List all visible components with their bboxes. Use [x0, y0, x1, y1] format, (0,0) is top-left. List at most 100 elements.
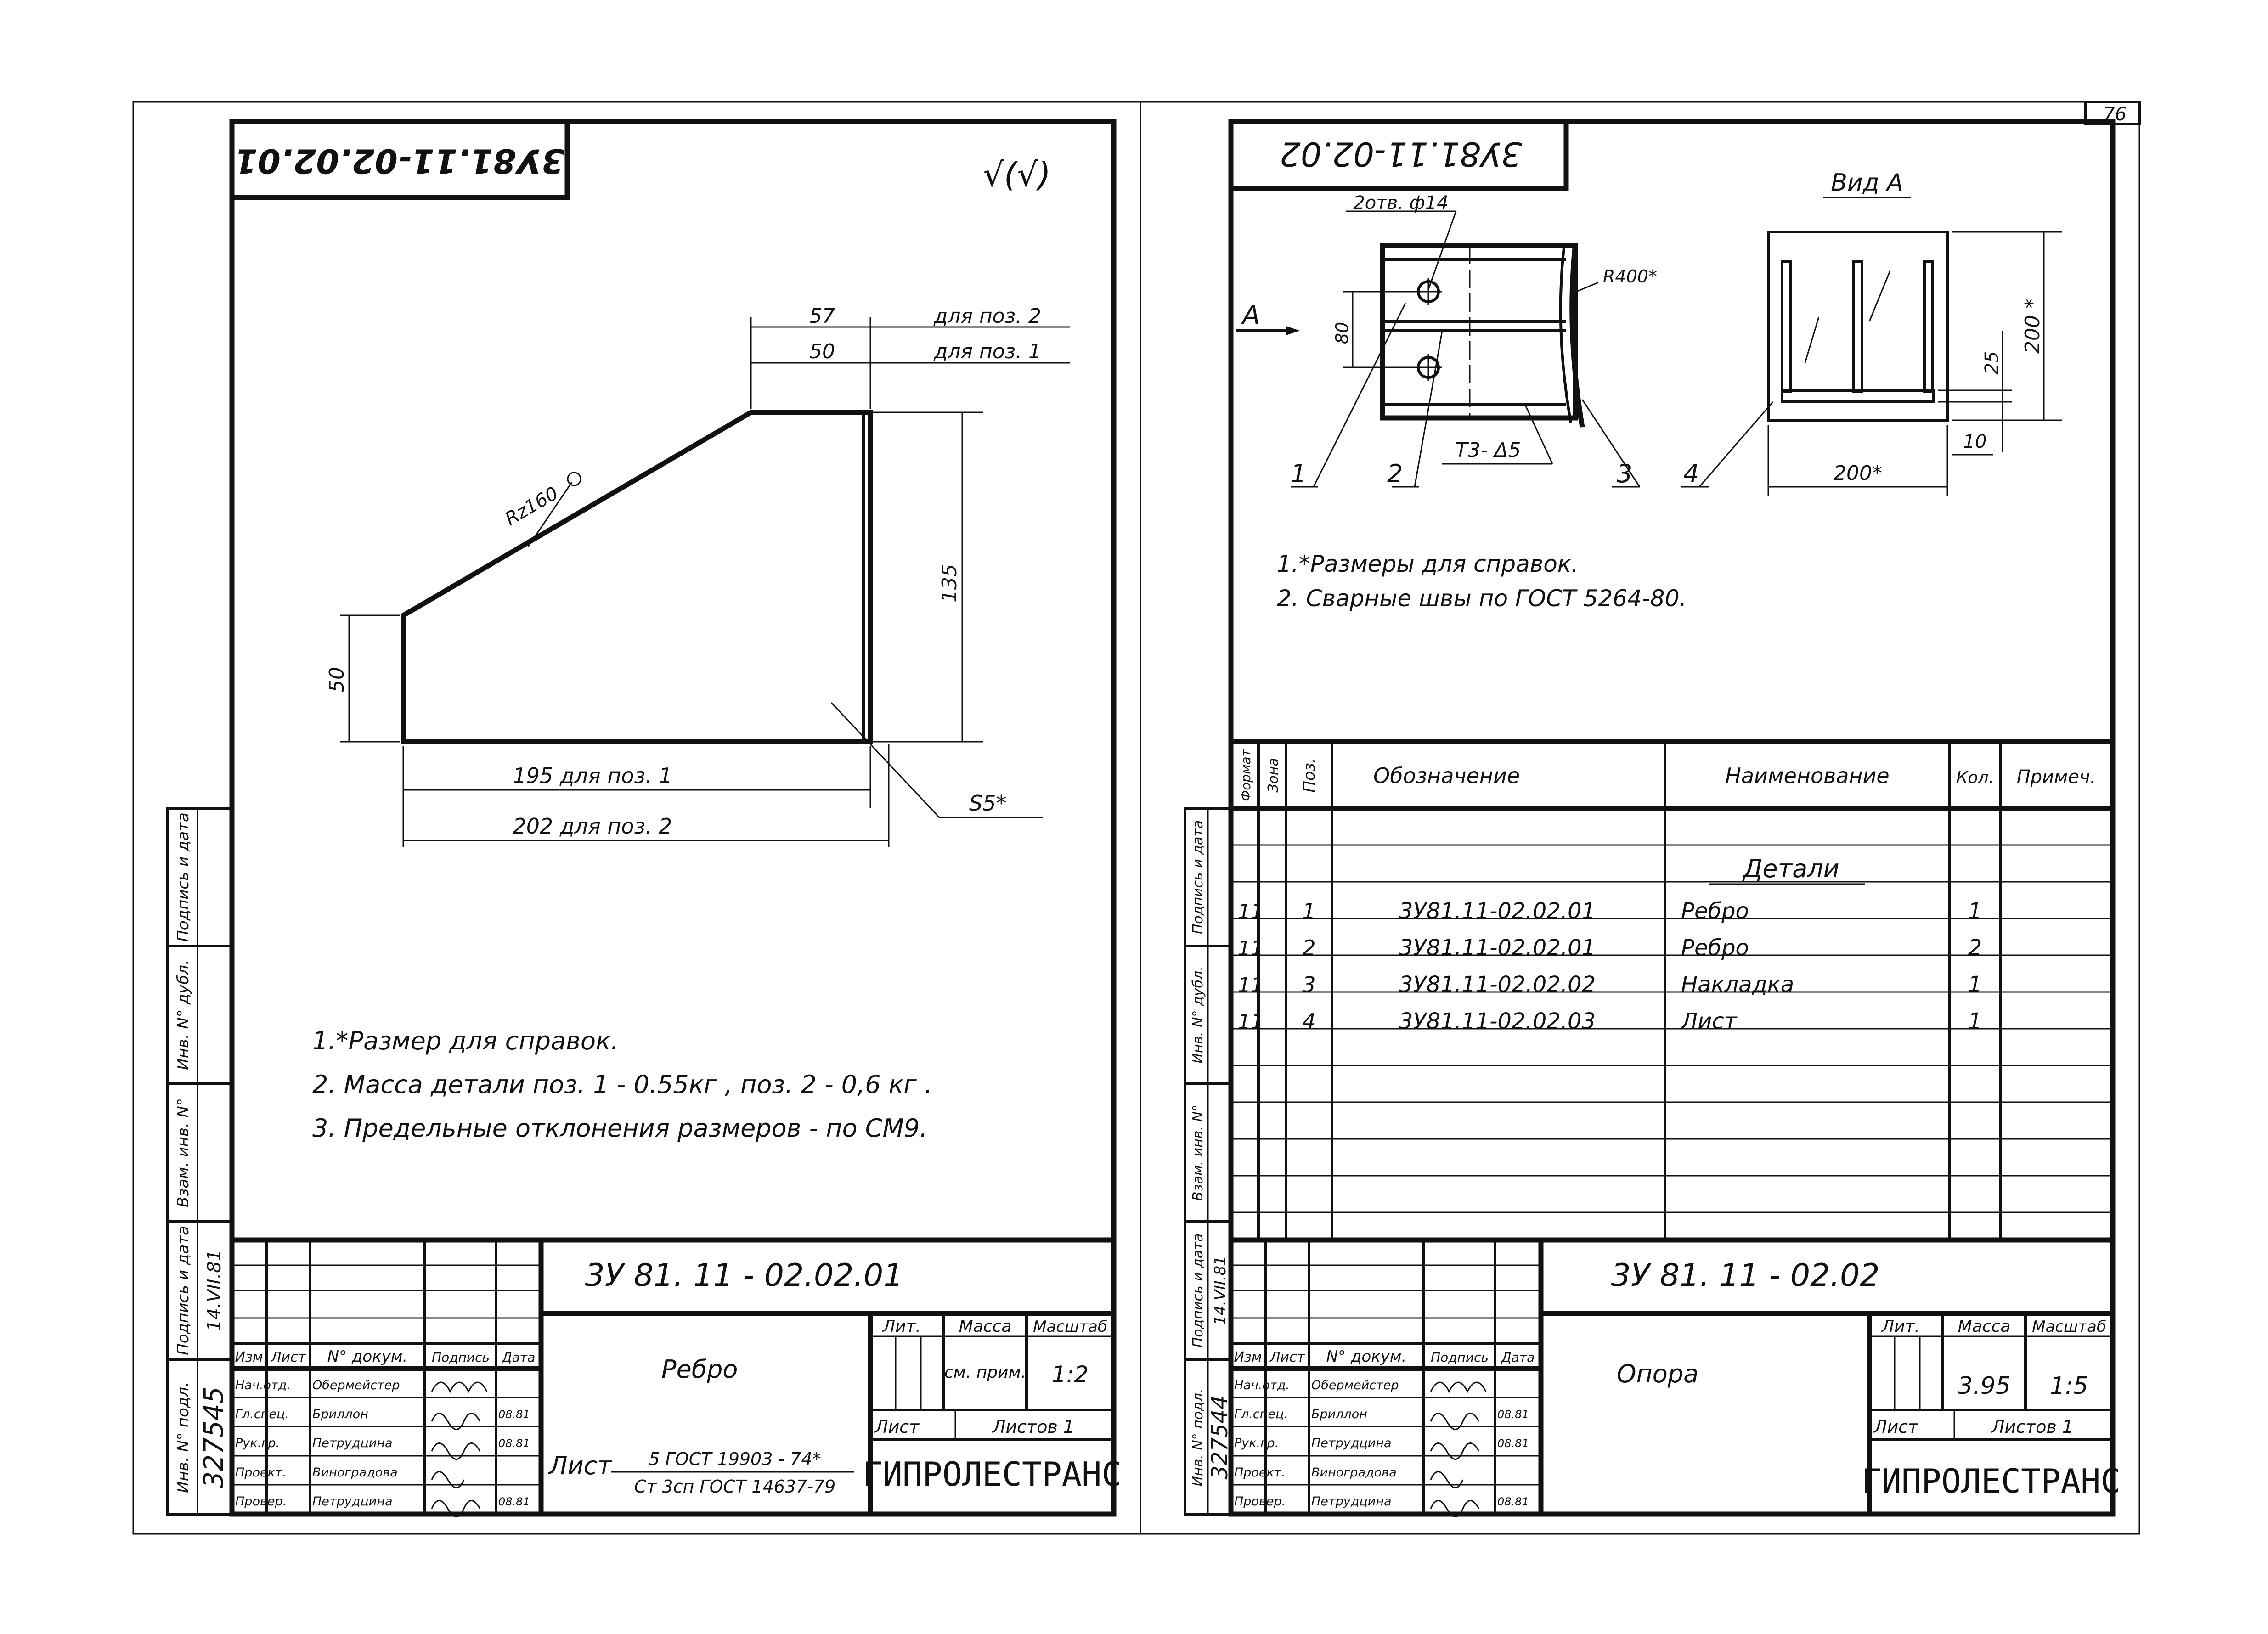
right-sheet: 3У81.11-02.02: [1184, 119, 2121, 1517]
signature-4: [431, 1471, 465, 1488]
svg-text:Проект.: Проект.: [1234, 1465, 1285, 1480]
roughness-mark: √(√): [983, 155, 1051, 194]
svg-text:3.95: 3.95: [1958, 1372, 2011, 1400]
svg-text:25: 25: [1981, 351, 2003, 375]
roughness-value: Rz160: [502, 483, 562, 530]
svg-text:Бриллон: Бриллон: [312, 1407, 368, 1421]
svg-text:Нач.отд.: Нач.отд.: [1234, 1378, 1290, 1392]
svg-text:08.81: 08.81: [1497, 1495, 1529, 1508]
svg-text:Масштаб: Масштаб: [1033, 1318, 1107, 1336]
svg-text:Масса: Масса: [959, 1317, 1012, 1336]
left-mirrored-code: 3У81.11-02.02.01: [235, 141, 565, 180]
svg-text:Виноградова: Виноградова: [1311, 1465, 1397, 1480]
svg-text:08.81: 08.81: [1497, 1437, 1529, 1450]
right-assembly-name: Опора: [1617, 1359, 1698, 1388]
weld-size: S5*: [969, 791, 1006, 816]
svg-text:1: 1: [1302, 899, 1315, 924]
svg-text:57: 57: [809, 304, 835, 328]
signature-5: [431, 1500, 481, 1517]
view-a-label: Вид А: [1831, 169, 1903, 197]
svg-text:2: 2: [1968, 935, 1982, 961]
svg-text:Взам. инв. N°: Взам. инв. N°: [1190, 1104, 1206, 1201]
svg-text:4: 4: [1302, 1009, 1315, 1034]
signature-1: [1430, 1381, 1487, 1393]
svg-text:Изм: Изм: [235, 1349, 263, 1365]
left-organization: ГИПРОЛЕСТРАНС: [863, 1455, 1122, 1493]
spec-row: 11 2 3У81.11-02.02.01 Ребро 2: [1238, 935, 1982, 961]
signature-2: [431, 1413, 481, 1430]
left-mirrored-code-box: 3У81.11-02.02.01: [232, 122, 570, 200]
svg-text:Инв. N° подл.: Инв. N° подл.: [174, 1382, 192, 1493]
svg-text:Виноградова: Виноградова: [312, 1465, 398, 1480]
svg-text:Лист: Лист: [548, 1451, 612, 1480]
svg-text:Рук.гр.: Рук.гр.: [235, 1436, 280, 1450]
svg-text:R400*: R400*: [1603, 266, 1657, 287]
svg-text:3У81.11-02.02.01: 3У81.11-02.02.01: [1399, 935, 1596, 961]
svg-text:14.VII.81: 14.VII.81: [204, 1250, 225, 1331]
right-mirrored-code: 3У81.11-02.02: [1280, 135, 1522, 173]
right-note-1: 1.*Размеры для справок.: [1277, 551, 1579, 577]
svg-text:Провер.: Провер.: [1234, 1494, 1286, 1509]
left-note-1: 1.*Размер для справок.: [312, 1026, 619, 1055]
signature-5: [1430, 1500, 1480, 1517]
svg-text:135: 135: [938, 564, 961, 603]
svg-text:200*: 200*: [1834, 462, 1882, 485]
svg-text:Лит.: Лит.: [1881, 1317, 1920, 1336]
svg-text:Рук.гр.: Рук.гр.: [1234, 1436, 1279, 1450]
svg-text:Лист: Лист: [874, 1417, 920, 1437]
svg-text:08.81: 08.81: [498, 1437, 530, 1450]
svg-text:1: 1: [1968, 972, 1982, 997]
spec-row: 11 4 3У81.11-02.02.03 Лист 1: [1238, 1009, 1982, 1034]
svg-text:202 для поз. 2: 202 для поз. 2: [513, 814, 672, 839]
svg-text:для поз. 1: для поз. 1: [933, 340, 1041, 363]
svg-text:11: 11: [1238, 937, 1264, 960]
signature-3: [431, 1442, 481, 1460]
svg-text:3У81.11-02.02.03: 3У81.11-02.02.03: [1399, 1009, 1596, 1034]
svg-text:Изм: Изм: [1234, 1349, 1262, 1365]
svg-text:Обермейстер: Обермейстер: [312, 1378, 400, 1392]
svg-text:14.VII.81: 14.VII.81: [1211, 1256, 1230, 1325]
svg-text:Примеч.: Примеч.: [2017, 766, 2096, 788]
svg-text:Масса: Масса: [1958, 1317, 2011, 1336]
view-a: [1681, 197, 2062, 496]
svg-text:08.81: 08.81: [498, 1495, 530, 1508]
svg-text:для поз. 2: для поз. 2: [933, 304, 1041, 328]
svg-text:Нач.отд.: Нач.отд.: [235, 1378, 291, 1392]
signature-4: [1430, 1471, 1464, 1488]
svg-text:1: 1: [1968, 898, 1982, 924]
svg-text:Дата: Дата: [501, 1350, 536, 1365]
svg-text:1:2: 1:2: [1052, 1361, 1089, 1388]
svg-text:2: 2: [1302, 935, 1315, 960]
svg-text:80: 80: [1332, 322, 1352, 344]
svg-text:3У81.11-02.02.02: 3У81.11-02.02.02: [1399, 972, 1596, 997]
svg-text:Ребро: Ребро: [1681, 898, 1749, 924]
svg-text:Взам. инв. N°: Взам. инв. N°: [174, 1098, 192, 1207]
right-inventory-number: 327544: [1207, 1395, 1233, 1479]
svg-text:Подпись и дата: Подпись и дата: [174, 812, 192, 942]
svg-text:Ст 3сп ГОСТ 14637-79: Ст 3сп ГОСТ 14637-79: [634, 1476, 836, 1497]
right-mirrored-code-box: 3У81.11-02.02: [1231, 122, 1569, 191]
spec-section-title: Детали: [1742, 854, 1839, 883]
svg-text:A: A: [1241, 300, 1260, 330]
svg-text:Накладка: Накладка: [1681, 972, 1794, 997]
left-part-name: Ребро: [661, 1355, 738, 1384]
svg-text:Дата: Дата: [1501, 1350, 1535, 1365]
svg-text:Провер.: Провер.: [235, 1494, 287, 1509]
svg-text:2: 2: [1387, 459, 1403, 488]
svg-text:Лист: Лист: [1680, 1009, 1738, 1034]
svg-text:Проект.: Проект.: [235, 1465, 286, 1480]
svg-text:Лист: Лист: [1269, 1349, 1306, 1365]
svg-text:11: 11: [1238, 900, 1264, 924]
left-note-3: 3. Предельные отклонения размеров - по С…: [312, 1114, 928, 1143]
svg-text:N° докум.: N° докум.: [327, 1347, 408, 1366]
svg-text:Инв. N° дубл.: Инв. N° дубл.: [1190, 966, 1206, 1064]
spec-row: 11 3 3У81.11-02.02.02 Накладка 1: [1238, 972, 1982, 997]
right-organization: ГИПРОЛЕСТРАНС: [1862, 1462, 2121, 1500]
svg-text:11: 11: [1238, 1010, 1264, 1034]
svg-text:Подпись и дата: Подпись и дата: [174, 1226, 192, 1355]
svg-text:Т3- Δ5: Т3- Δ5: [1456, 439, 1521, 462]
svg-text:Листов 1: Листов 1: [992, 1417, 1074, 1437]
left-side-stamp: Подпись и дата Инв. N° дубл. Взам. инв. …: [166, 807, 233, 1516]
spec-row: 11 1 3У81.11-02.02.01 Ребро 1: [1238, 898, 1982, 924]
svg-text:Бриллон: Бриллон: [1311, 1407, 1367, 1421]
